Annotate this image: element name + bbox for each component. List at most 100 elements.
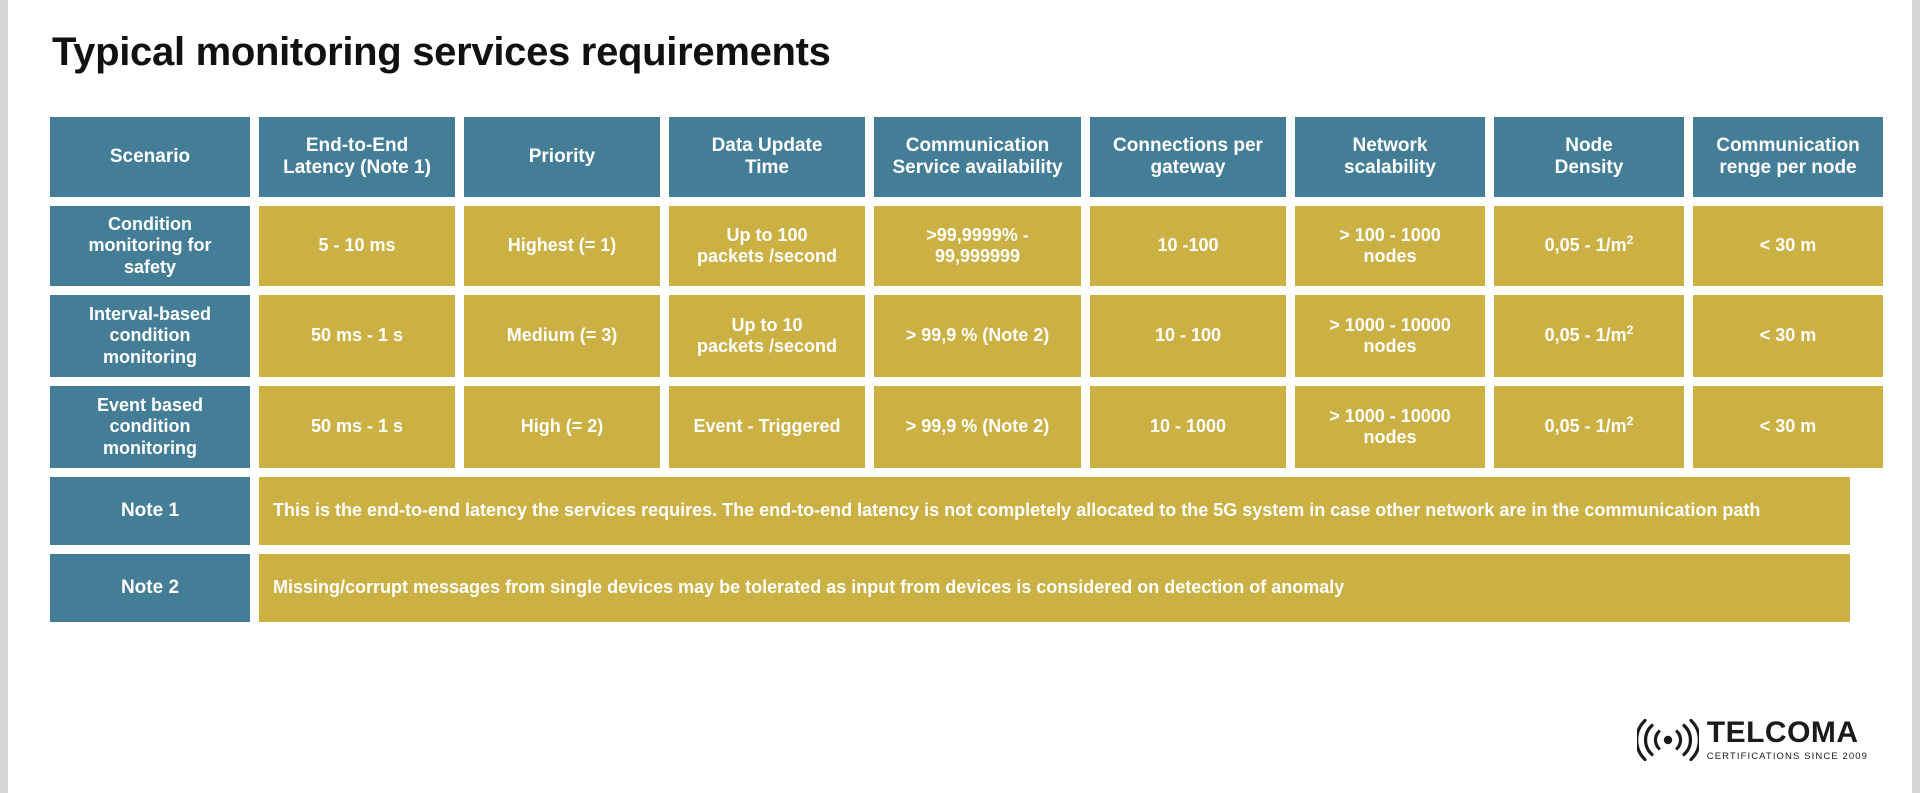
column-header-label: Network scalability (1344, 135, 1436, 180)
column-header-priority: Priority (464, 117, 660, 197)
cell-line-1: > 1000 - 10000 (1329, 405, 1451, 426)
cell-service-availability: >99,9999% - 99,999999 (874, 206, 1081, 286)
header-line-1: Communication (905, 134, 1050, 156)
cell-priority: Medium (= 3) (464, 295, 660, 377)
header-line-2: renge per node (1719, 157, 1857, 178)
slide-right-edge (1912, 0, 1920, 793)
scenario-text: Condition monitoring for safety (89, 214, 212, 278)
logo-tagline: CERTIFICATIONS SINCE 2009 (1706, 751, 1868, 762)
node-density-exponent: 2 (1626, 414, 1634, 429)
cell-service-availability: > 99,9 % (Note 2) (874, 386, 1081, 468)
cell-latency: 5 - 10 ms (259, 206, 455, 286)
cell-text: Up to 10 packets /second (697, 315, 837, 357)
cell-line-1: >99,9999% - (926, 224, 1029, 245)
logo-brand-name: TELCOMA (1706, 716, 1859, 749)
column-header-label: End-to-End Latency (Note 1) (283, 135, 431, 180)
cell-text: > 1000 - 10000 nodes (1329, 315, 1451, 357)
column-header-label: Scenario (109, 145, 191, 167)
note-label: Note 2 (50, 554, 250, 622)
cell-node-density: 0,05 - 1/m2 (1494, 386, 1684, 468)
scenario-line-2: condition (109, 325, 191, 346)
note-row: Note 2 Missing/corrupt messages from sin… (50, 554, 1850, 622)
slide-left-edge (0, 0, 8, 793)
header-line-1: End-to-End (305, 134, 409, 156)
node-density-base: 0,05 - 1/m (1544, 416, 1627, 437)
column-header-latency: End-to-End Latency (Note 1) (259, 117, 455, 197)
cell-line-2: nodes (1363, 246, 1417, 266)
cell-communication-range: < 30 m (1693, 386, 1883, 468)
scenario-line-1: Event based (96, 395, 204, 416)
cell-latency: 50 ms - 1 s (259, 295, 455, 377)
cell-communication-range: < 30 m (1693, 206, 1883, 286)
cell-text: >99,9999% - 99,999999 (926, 225, 1029, 267)
cell-line-1: > 1000 - 10000 (1329, 314, 1451, 335)
scenario-line-2: condition (109, 416, 191, 437)
column-header-scenario: Scenario (50, 117, 250, 197)
signal-waves-icon (1636, 718, 1699, 762)
scenario-text: Interval-based condition monitoring (89, 304, 211, 368)
column-header-network-scalability: Network scalability (1295, 117, 1485, 197)
cell-connections-per-gateway: 10 - 100 (1090, 295, 1286, 377)
header-line-1: Node (1565, 134, 1613, 156)
scenario-line-3: monitoring (103, 346, 197, 367)
cell-network-scalability: > 1000 - 10000 nodes (1295, 386, 1485, 468)
header-line-2: Density (1554, 157, 1624, 178)
requirements-table: Scenario End-to-End Latency (Note 1) Pri… (50, 117, 1883, 631)
column-header-service-availability: Communication Service availability (874, 117, 1081, 197)
cell-connections-per-gateway: 10 -100 (1090, 206, 1286, 286)
header-line-2: gateway (1150, 157, 1226, 178)
column-header-label: Communication renge per node (1716, 135, 1860, 180)
cell-data-update-time: Up to 10 packets /second (669, 295, 865, 377)
column-header-label: Communication Service availability (892, 135, 1062, 180)
cell-line-2: packets /second (696, 246, 838, 266)
header-line-1: Network (1352, 134, 1428, 156)
cell-text: 0,05 - 1/m2 (1544, 233, 1634, 256)
header-line-2: Time (744, 157, 789, 178)
scenario-line-3: safety (123, 256, 176, 277)
cell-priority: Highest (= 1) (464, 206, 660, 286)
header-line-2: Service availability (892, 157, 1063, 178)
scenario-text: Event based condition monitoring (97, 395, 203, 459)
cell-text: > 1000 - 10000 nodes (1329, 406, 1451, 448)
cell-service-availability: > 99,9 % (Note 2) (874, 295, 1081, 377)
column-header-connections-per-gateway: Connections per gateway (1090, 117, 1286, 197)
table-header-row: Scenario End-to-End Latency (Note 1) Pri… (50, 117, 1883, 197)
header-line-1: Communication (1716, 134, 1860, 156)
node-density-base: 0,05 - 1/m (1544, 235, 1627, 256)
scenario-line-2: monitoring for (88, 235, 212, 256)
cell-line-2: packets /second (696, 336, 838, 356)
scenario-line-3: monitoring (103, 437, 197, 458)
node-density-exponent: 2 (1626, 233, 1634, 248)
node-density-base: 0,05 - 1/m (1544, 325, 1627, 346)
cell-line-2: nodes (1363, 336, 1417, 356)
row-scenario-cell: Condition monitoring for safety (50, 206, 250, 286)
cell-node-density: 0,05 - 1/m2 (1494, 206, 1684, 286)
cell-text: 0,05 - 1/m2 (1544, 323, 1634, 346)
cell-text: 0,05 - 1/m2 (1544, 414, 1634, 437)
note-text: This is the end-to-end latency the servi… (259, 477, 1850, 545)
column-header-label: Priority (528, 145, 596, 167)
cell-data-update-time: Up to 100 packets /second (669, 206, 865, 286)
node-density-exponent: 2 (1626, 323, 1634, 338)
cell-text: Up to 100 packets /second (697, 225, 837, 267)
header-line-2: Latency (Note 1) (283, 157, 431, 178)
header-line-1: Connections per (1113, 134, 1263, 156)
telcoma-logo: TELCOMA CERTIFICATIONS SINCE 2009 (1636, 716, 1868, 763)
cell-text: > 100 - 1000 nodes (1339, 225, 1441, 267)
cell-data-update-time: Event - Triggered (669, 386, 865, 468)
row-scenario-cell: Event based condition monitoring (50, 386, 250, 468)
column-header-label: Node Density (1555, 135, 1624, 180)
cell-line-2: nodes (1363, 427, 1417, 447)
table-row: Interval-based condition monitoring 50 m… (50, 295, 1883, 377)
cell-line-1: > 100 - 1000 (1339, 224, 1441, 245)
cell-priority: High (= 2) (464, 386, 660, 468)
logo-text: TELCOMA CERTIFICATIONS SINCE 2009 (1706, 716, 1868, 763)
cell-line-1: Up to 10 (731, 314, 803, 335)
cell-node-density: 0,05 - 1/m2 (1494, 295, 1684, 377)
page-title: Typical monitoring services requirements (52, 30, 831, 74)
note-text: Missing/corrupt messages from single dev… (259, 554, 1850, 622)
note-label: Note 1 (50, 477, 250, 545)
column-header-label: Connections per gateway (1113, 135, 1263, 180)
cell-network-scalability: > 1000 - 10000 nodes (1295, 295, 1485, 377)
scenario-line-1: Interval-based (88, 304, 212, 325)
